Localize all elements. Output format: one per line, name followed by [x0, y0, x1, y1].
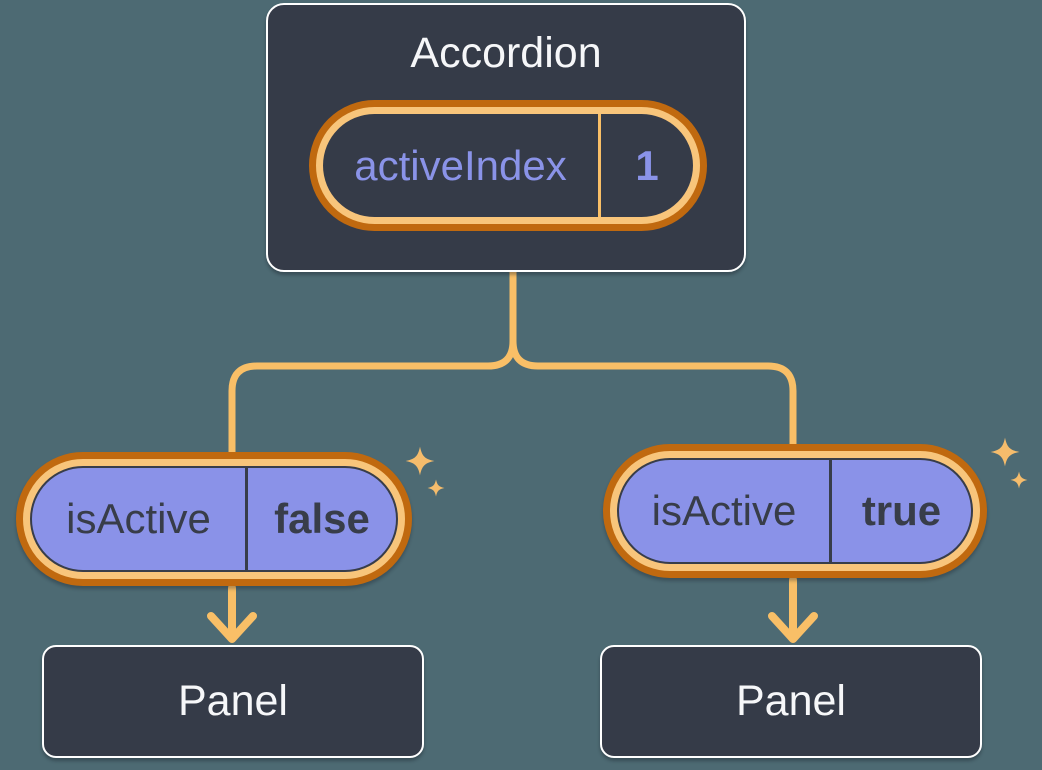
tree-connector-left	[228, 268, 517, 457]
state-pill-divider	[598, 114, 601, 217]
prop-name: isActive	[651, 487, 797, 534]
prop-pill-left: isActive false	[16, 452, 412, 586]
sparkle-icon	[405, 446, 445, 497]
accordion-title: Accordion	[410, 29, 602, 77]
state-pill-body: activeIndex 1	[323, 114, 693, 217]
state-value: 1	[635, 141, 659, 189]
state-name: activeIndex	[354, 141, 567, 189]
prop-arrow-right-icon	[768, 576, 818, 643]
tree-connector-right	[509, 268, 797, 450]
accordion-node: Accordion activeIndex 1	[266, 3, 746, 272]
sparkle-icon	[990, 437, 1028, 489]
prop-name: isActive	[66, 495, 211, 542]
prop-arrow-left-icon	[207, 584, 257, 643]
prop-pill-divider	[829, 460, 832, 562]
prop-pill-divider	[245, 468, 248, 570]
prop-value: false	[274, 495, 370, 542]
prop-pill-body: isActive true	[617, 458, 973, 564]
prop-value: true	[861, 487, 942, 534]
panel-node-right: Panel	[600, 645, 982, 758]
prop-pill-body: isActive false	[30, 466, 398, 572]
state-pill: activeIndex 1	[309, 100, 707, 231]
panel-node-left: Panel	[42, 645, 424, 758]
prop-pill-right: isActive true	[603, 444, 987, 578]
